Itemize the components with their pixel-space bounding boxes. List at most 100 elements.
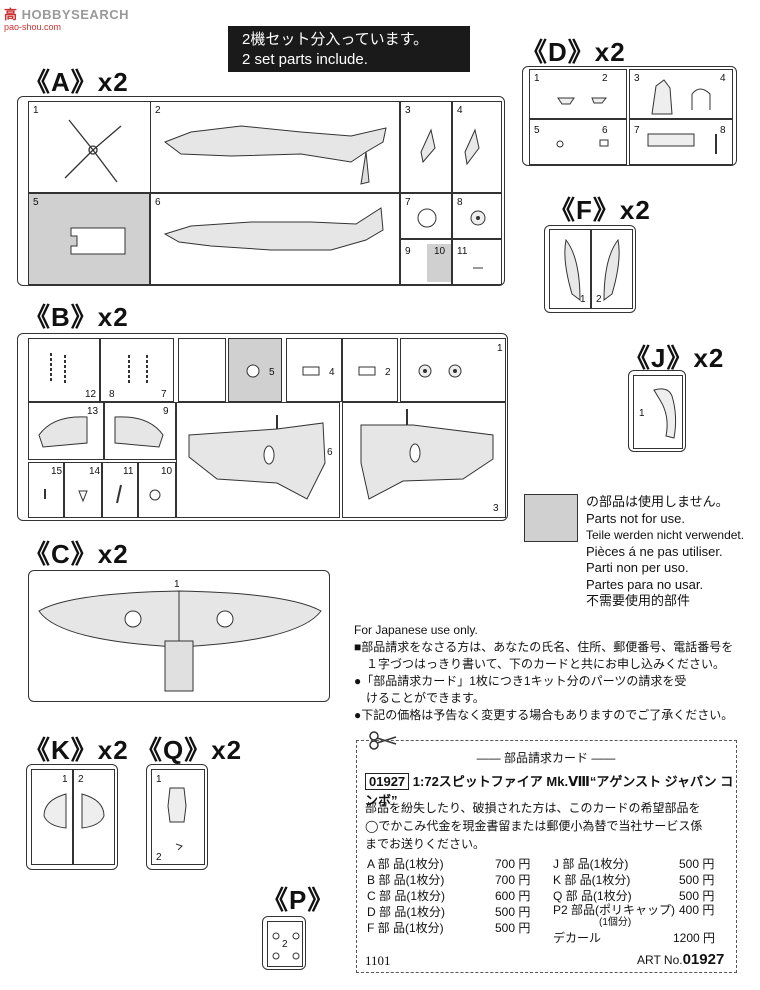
part-b2: 2 xyxy=(342,338,398,402)
part-number: 1 xyxy=(534,73,540,84)
art-code: 01927 xyxy=(682,951,725,968)
part-number: 2 xyxy=(282,939,288,950)
banner-line-jp: 2機セット分入っています。 xyxy=(242,31,429,48)
legend-line: Teile werden nicht verwendet. xyxy=(586,528,745,542)
part-number: 8 xyxy=(109,389,115,400)
part-a1: 1 xyxy=(28,101,156,193)
part-number: 1 xyxy=(62,774,68,785)
canopy-part-icon xyxy=(43,793,67,829)
sprue-d-title: 《D》x2 xyxy=(521,37,626,67)
price-value: 1200 円 xyxy=(673,931,716,945)
part-number: 1 xyxy=(497,343,503,354)
part-number: 9 xyxy=(405,246,411,257)
card-body-line: 部品を紛失したり、破損された方は、このカードの希望部品を xyxy=(365,801,701,815)
card-product: 1:72スピットファイア Mk.Ⅷ“アゲンスト ジャパン コンボ” xyxy=(365,774,734,808)
watermark-brand-b: SEARCH xyxy=(71,7,129,22)
part-j1: 1 xyxy=(633,375,683,449)
part-number: 15 xyxy=(51,466,63,477)
card-footer-number: 1101 xyxy=(365,953,391,968)
part-number: 1 xyxy=(33,105,39,116)
small-part-icon xyxy=(557,97,608,105)
cowling-part-icon xyxy=(114,416,164,448)
legend-line: Partes para no usar. xyxy=(586,576,704,592)
part-number: 10 xyxy=(434,246,446,257)
part-number: 4 xyxy=(720,73,726,84)
part-number: 9 xyxy=(163,406,169,417)
part-p2: 2 xyxy=(267,921,303,967)
price-sub: (1個分) xyxy=(599,917,632,928)
part-number: 7 xyxy=(634,125,640,136)
price-value: 500 円 xyxy=(679,857,715,871)
part-a4: 4 xyxy=(452,101,502,193)
gun-part-icon xyxy=(50,353,66,385)
set-banner: 2機セット分入っています。 2 set parts include. xyxy=(228,26,470,72)
legend-line: Pièces á ne pas utiliser. xyxy=(586,543,723,559)
sprue-b: 12 8 7 5 4 2 1 13 9 6 3 15 1 xyxy=(17,333,508,521)
part-b10: 10 xyxy=(138,462,176,518)
price-value: 700 円 xyxy=(495,873,531,887)
small-part-icon xyxy=(78,490,88,503)
parts-request-card: —— 部品請求カード —— 01927 1:72スピットファイア Mk.Ⅷ“アゲ… xyxy=(356,740,737,973)
part-b4: 4 xyxy=(286,338,342,402)
sprue-c: 1 xyxy=(28,570,330,702)
price-value: 500 円 xyxy=(679,873,715,887)
part-number: 2 xyxy=(385,367,391,378)
card-code: 01927 xyxy=(365,773,410,790)
part-k2: 2 xyxy=(73,769,115,865)
small-part-icon xyxy=(116,484,122,504)
part-number: 10 xyxy=(161,466,173,477)
upper-wing-icon xyxy=(360,409,494,500)
part-b1: 1 xyxy=(400,338,506,402)
part-number: 8 xyxy=(457,197,463,208)
art-prefix: ART No. xyxy=(637,953,683,967)
part-d7-d8: 7 8 xyxy=(629,119,733,165)
card-product-line: 01927 1:72スピットファイア Mk.Ⅷ“アゲンスト ジャパン コンボ” xyxy=(365,771,736,809)
part-number: 1 xyxy=(580,294,586,305)
price-value: 600 円 xyxy=(495,889,531,903)
part-number: 6 xyxy=(327,447,333,458)
fuselage-half-icon xyxy=(163,207,384,251)
note-line: けることができます。 xyxy=(354,691,485,705)
part-a7: 7 xyxy=(400,193,452,239)
watermark-logo: 高 xyxy=(4,7,18,22)
japanese-note: For Japanese use only. ■部品請求をなさる方は、あなたの氏… xyxy=(354,622,733,724)
price-label: Q 部 品(1枚分) xyxy=(553,889,632,903)
card-body-line: ◯でかこみ代金を現金書留または郵便小為替で当社サービス係 xyxy=(365,819,703,833)
part-number: 2 xyxy=(602,73,608,84)
sprue-d: 1 2 3 4 5 6 7 8 xyxy=(522,66,737,166)
canopy-part-icon xyxy=(651,79,711,115)
part-number: 6 xyxy=(155,197,161,208)
sprue-f: 1 2 xyxy=(544,225,636,313)
part-number: 11 xyxy=(123,466,134,477)
sprue-j-title: 《J》x2 xyxy=(624,343,725,373)
watermark-url: pao-shou.com xyxy=(4,22,62,32)
part-number: 2 xyxy=(596,294,602,305)
part-b-empty xyxy=(178,338,226,402)
watermark-brand-a: HOBBY xyxy=(21,7,72,22)
canopy-part-icon xyxy=(81,793,105,829)
sprue-q: 1 2 xyxy=(146,764,208,870)
canopy-part-icon xyxy=(653,388,677,439)
sprue-a: 1 2 3 4 5 6 7 8 9 10 11 xyxy=(17,96,505,286)
card-heading-text: 部品請求カード xyxy=(503,751,588,765)
part-number: 1 xyxy=(174,579,180,590)
part-a3: 3 xyxy=(400,101,452,193)
art-number: ART No.01927 xyxy=(637,951,724,968)
part-number: 3 xyxy=(405,105,411,116)
part-number: 4 xyxy=(457,105,463,116)
note-line: ■部品請求をなさる方は、あなたの氏名、住所、郵便番号、電話番号を xyxy=(354,640,734,654)
note-line: １字づつはっきり書いて、下のカードと共にお申し込みください。 xyxy=(354,657,726,671)
part-number: 11 xyxy=(457,246,468,257)
price-label: B 部 品(1枚分) xyxy=(367,873,445,887)
sprue-b-title: 《B》x2 xyxy=(24,302,129,332)
part-number: 1 xyxy=(639,408,645,419)
part-number: 2 xyxy=(78,774,84,785)
sprue-c-title: 《C》x2 xyxy=(24,539,129,569)
flap-part-icon xyxy=(564,238,581,302)
part-d5-d6: 5 6 xyxy=(529,119,627,165)
small-part-icon xyxy=(302,366,320,376)
part-a9-a10: 9 10 xyxy=(400,239,452,285)
part-b12: 12 xyxy=(28,338,100,402)
unused-part xyxy=(427,244,451,282)
price-value: 500 円 xyxy=(495,905,531,919)
